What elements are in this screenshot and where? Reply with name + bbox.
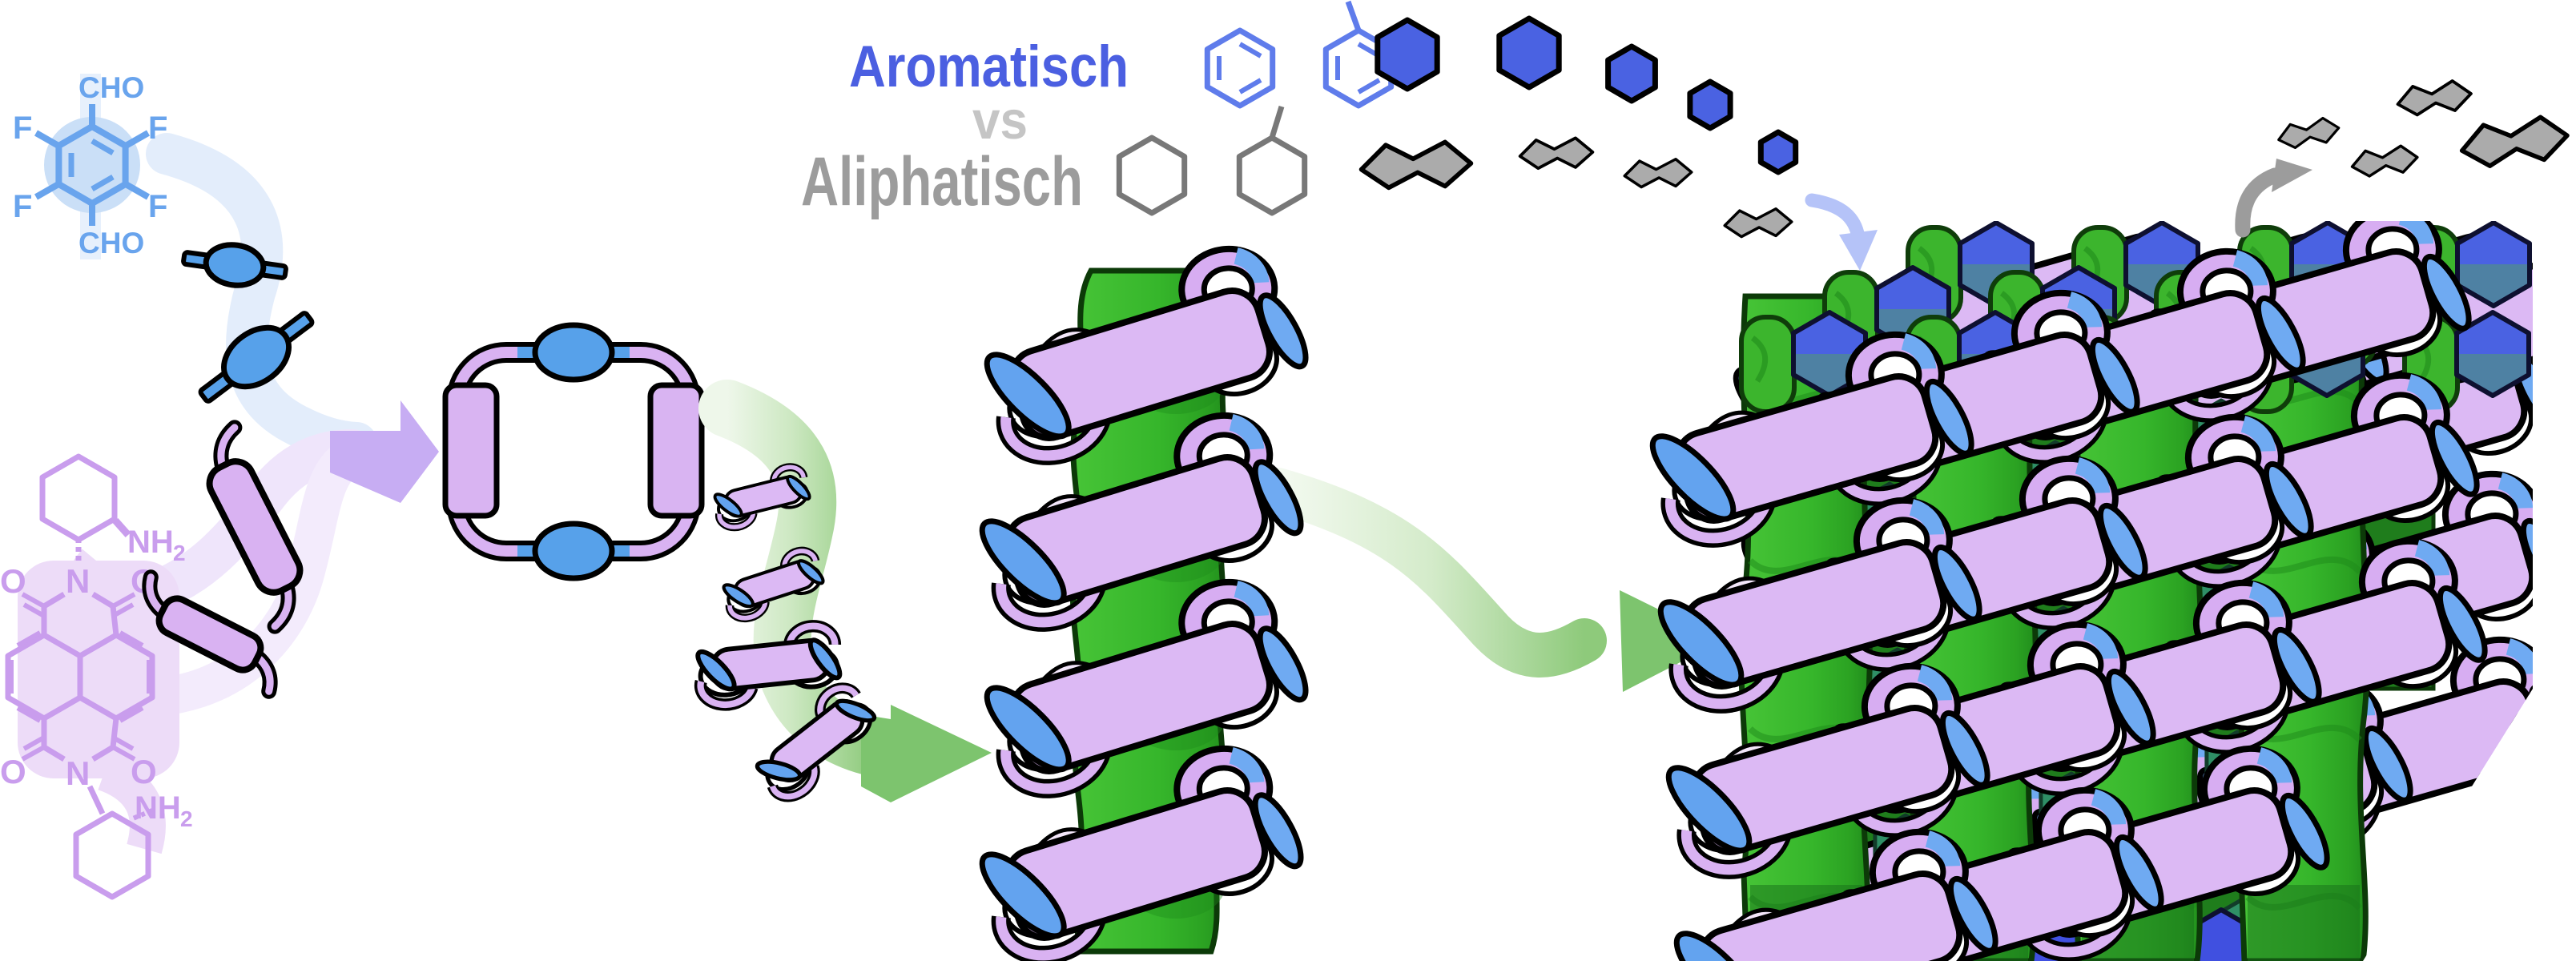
svg-text:F: F bbox=[148, 189, 167, 224]
svg-text:vs: vs bbox=[972, 90, 1028, 151]
svg-text:N: N bbox=[66, 562, 90, 600]
svg-text:F: F bbox=[13, 111, 32, 146]
svg-text:O: O bbox=[131, 753, 157, 790]
svg-text:Aromatisch: Aromatisch bbox=[849, 34, 1129, 99]
svg-text:CHO: CHO bbox=[78, 71, 144, 104]
svg-text:Aliphatisch: Aliphatisch bbox=[801, 143, 1083, 220]
svg-text:N: N bbox=[66, 754, 90, 792]
svg-text:NH: NH bbox=[135, 790, 181, 826]
svg-text:F: F bbox=[148, 111, 167, 146]
svg-text:2: 2 bbox=[180, 806, 193, 831]
svg-text:O: O bbox=[0, 753, 26, 790]
svg-text:2: 2 bbox=[173, 541, 186, 565]
svg-text:CHO: CHO bbox=[78, 227, 144, 259]
svg-text:O: O bbox=[0, 562, 26, 600]
svg-text:F: F bbox=[13, 189, 32, 224]
svg-text:NH: NH bbox=[127, 525, 174, 560]
